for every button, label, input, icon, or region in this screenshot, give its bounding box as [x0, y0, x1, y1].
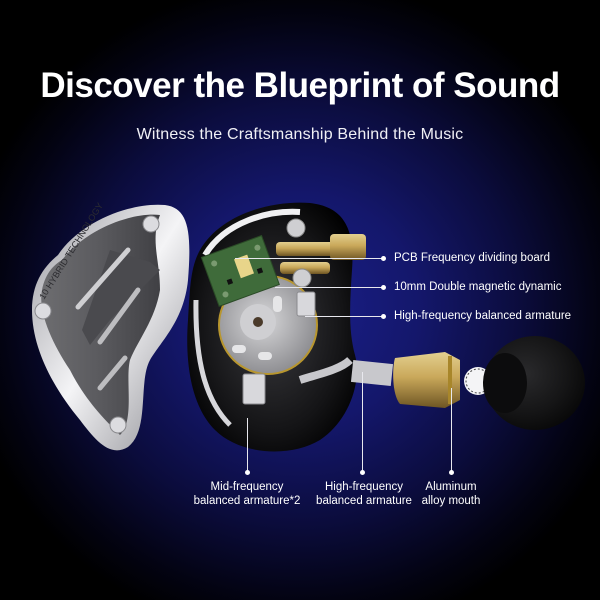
- callout-high-frequency-ba-bottom: High-frequency balanced armature: [316, 481, 412, 507]
- leader-line-high-ba-bottom: [362, 372, 363, 472]
- mid-frequency-ba-unit: [242, 373, 266, 405]
- dynamic-driver: [218, 275, 318, 375]
- leader-line-mid-ba: [247, 418, 248, 472]
- leader-line-pcb: [235, 258, 383, 259]
- leader-line-dynamic: [275, 287, 383, 288]
- nozzle-assembly: [350, 352, 492, 408]
- page-title: Discover the Blueprint of Sound: [40, 66, 560, 105]
- gold-connectors: [276, 218, 366, 288]
- callout-pcb-board: PCB Frequency dividing board: [394, 252, 550, 264]
- callout-high-frequency-ba: High-frequency balanced armature: [394, 310, 572, 322]
- high-frequency-ba-unit: [296, 291, 316, 317]
- callout-dot: [381, 285, 386, 290]
- page-subtitle: Witness the Craftsmanship Behind the Mus…: [136, 126, 464, 143]
- callout-dot: [381, 314, 386, 319]
- callout-mid-frequency-ba: Mid-frequency balanced armature*2: [193, 481, 301, 507]
- callout-dot: [449, 470, 454, 475]
- leader-line-high-ba: [305, 316, 383, 317]
- leader-line-nozzle: [451, 388, 452, 472]
- callout-dot: [360, 470, 365, 475]
- callout-dot: [381, 256, 386, 261]
- callout-dynamic-driver: 10mm Double magnetic dynamic: [394, 281, 562, 293]
- pcb-board: [200, 234, 280, 307]
- callout-dot: [245, 470, 250, 475]
- faceplate: 10 HYBRID TECHNOLOGY: [32, 201, 190, 451]
- ear-tip: [483, 336, 585, 430]
- callout-aluminum-mouth: Aluminum alloy mouth: [421, 481, 481, 507]
